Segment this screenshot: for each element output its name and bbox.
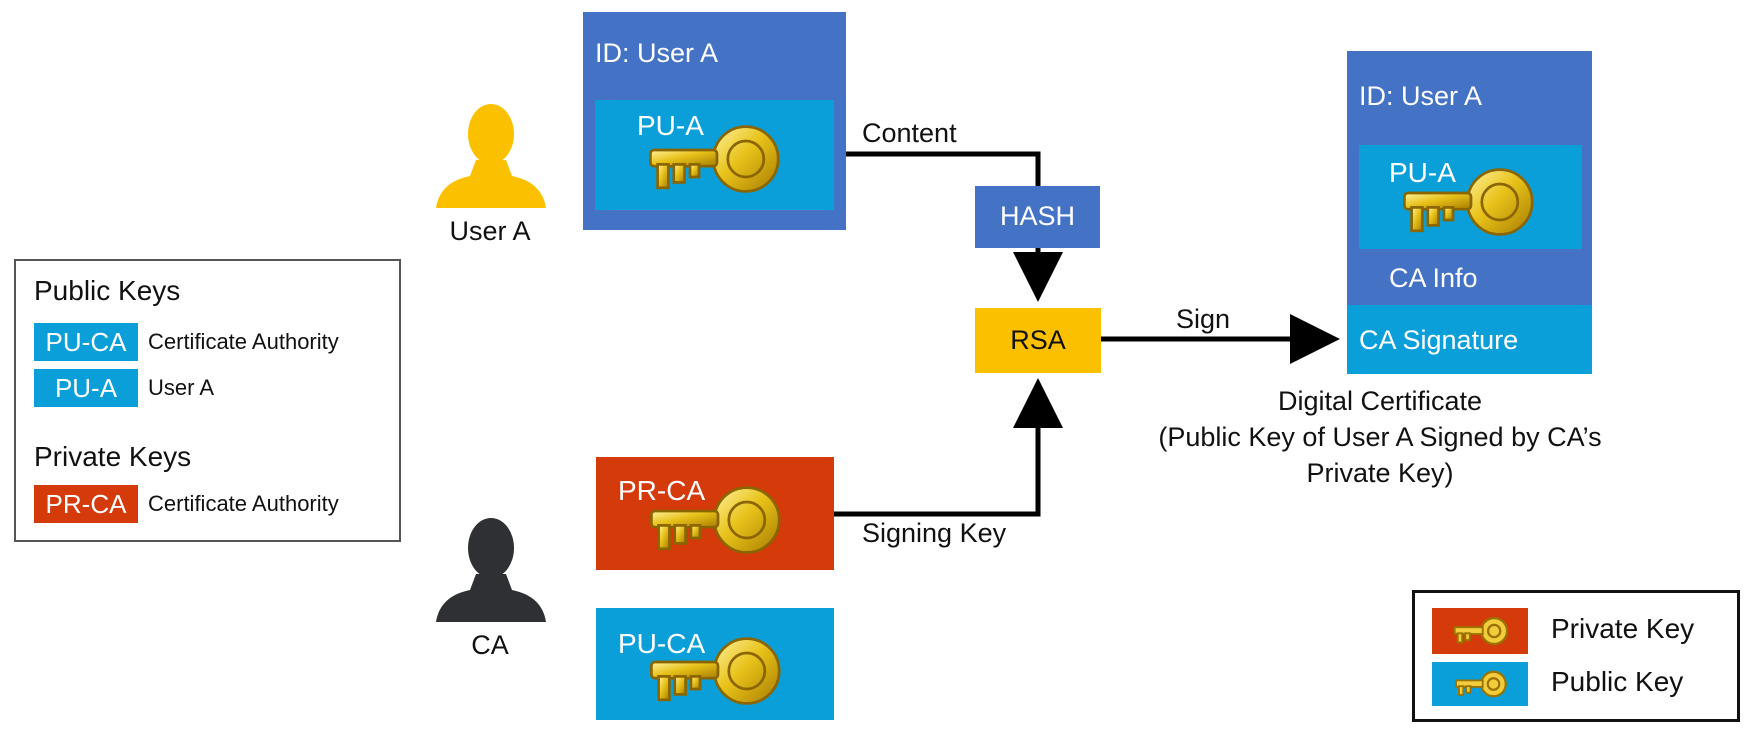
certificate-caption-line3: Private Key)	[1306, 458, 1454, 488]
public-key-legend-label: Public Key	[1551, 666, 1684, 697]
private-keys-heading: Private Keys	[34, 441, 192, 472]
legend-desc-pr-ca: Certificate Authority	[148, 491, 339, 516]
ca-signature-label: CA Signature	[1359, 325, 1519, 355]
legend-tag-pr-ca: PR-CA	[34, 485, 138, 523]
ca-label: CA	[471, 630, 509, 660]
legend-desc-pu-a: User A	[148, 375, 215, 400]
ca-private-key-panel: PR-CA	[596, 457, 834, 570]
sign-label: Sign	[1176, 304, 1231, 334]
ca-public-key-panel: PU-CA	[596, 608, 834, 720]
rsa-box: RSA	[975, 308, 1101, 373]
ca-private-key-tag: PR-CA	[618, 475, 706, 506]
legend-desc-pu-ca: Certificate Authority	[148, 329, 339, 354]
key-type-legend: Private Key Public Key	[1412, 590, 1740, 722]
private-key-legend-label: Private Key	[1551, 613, 1695, 644]
ca-public-key-tag: PU-CA	[618, 628, 706, 659]
public-key-swatch	[1432, 662, 1528, 706]
ca-signature-panel: CA Signature	[1347, 305, 1592, 374]
key-icon	[1450, 666, 1514, 702]
key-icon	[1383, 157, 1559, 247]
user-a-card: ID: User A PU-A	[583, 12, 846, 230]
signing-key-label: Signing Key	[862, 518, 1007, 548]
user-a-public-key-panel: PU-A	[595, 100, 834, 210]
hash-label: HASH	[999, 201, 1075, 231]
certificate-caption-line2: (Public Key of User A Signed by CA’s	[1158, 422, 1602, 452]
digital-certificate: ID: User A PU-A CA Info CA Signature	[1347, 51, 1592, 374]
user-a-person-icon	[436, 104, 546, 208]
certificate-id: ID: User A	[1359, 81, 1483, 111]
hash-box: HASH	[975, 186, 1100, 248]
ca-info-label: CA Info	[1389, 263, 1478, 293]
key-icon	[1450, 612, 1514, 650]
legend-tag-pu-a: PU-A	[34, 369, 138, 407]
private-key-swatch	[1432, 608, 1528, 654]
ca-person-icon	[436, 518, 546, 622]
certificate-key-tag: PU-A	[1389, 157, 1456, 188]
content-connector	[846, 151, 1041, 186]
certificate-public-key-panel: PU-A	[1359, 145, 1582, 249]
key-icon	[630, 626, 806, 716]
key-legend: Public Keys PU-CA Certificate Authority …	[14, 259, 401, 542]
key-icon	[629, 114, 805, 204]
signing-key-arrow	[834, 378, 1063, 517]
content-label: Content	[862, 118, 957, 148]
legend-tag-pu-ca: PU-CA	[34, 323, 138, 361]
user-a-key-tag: PU-A	[637, 110, 704, 141]
user-a-card-id: ID: User A	[595, 38, 719, 68]
rsa-label: RSA	[1010, 325, 1066, 355]
key-icon	[630, 475, 806, 565]
certificate-caption-line1: Digital Certificate	[1277, 386, 1483, 416]
public-keys-heading: Public Keys	[34, 275, 181, 306]
user-a-label: User A	[449, 216, 531, 246]
